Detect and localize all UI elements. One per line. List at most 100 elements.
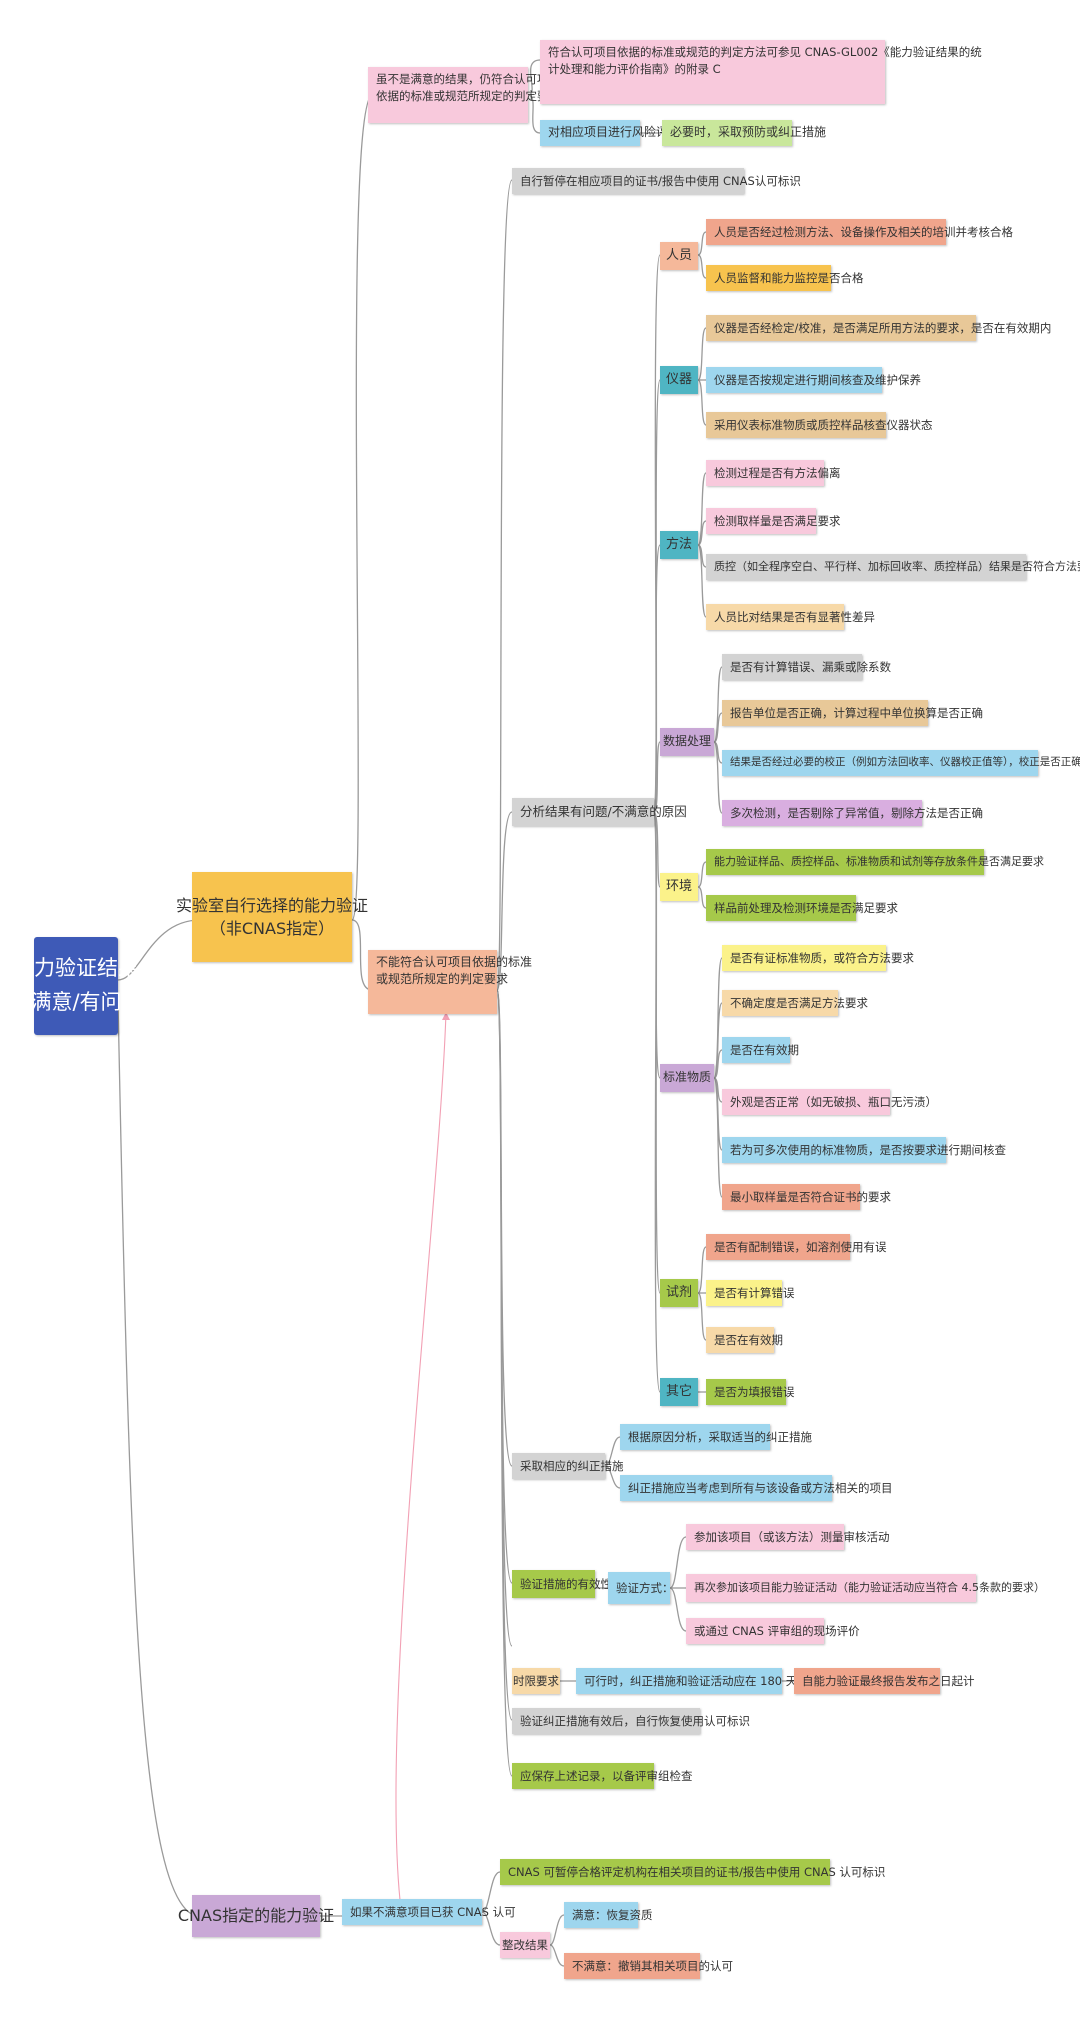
judgement-reference-line2: 计处理和能力评价指南》的附录 C (548, 61, 721, 76)
instrument-item-2-text: 仪器是否按规定进行期间核查及维护保养 (714, 372, 921, 387)
still-compliant-line2: 依据的标准或规范所规定的判定要求 (376, 88, 560, 103)
person-item-2[interactable]: 人员监督和能力监控是否合格 (706, 265, 864, 291)
data-item-1[interactable]: 是否有计算错误、漏乘或除系数 (722, 654, 891, 680)
node-cnas-suspend[interactable]: CNAS 可暂停合格评定机构在相关项目的证书/报告中使用 CNAS 认可标识 (500, 1859, 885, 1885)
instrument-item-3-text: 采用仪表标准物质或质控样品核查仪器状态 (714, 417, 933, 432)
node-suspend-mark[interactable]: 自行暂停在相应项目的证书/报告中使用 CNAS认可标识 (512, 168, 801, 194)
data-item-3[interactable]: 结果是否经过必要的校正（例如方法回收率、仪器校正值等），校正是否正确 (722, 750, 1080, 776)
instrument-item-2[interactable]: 仪器是否按规定进行期间核查及维护保养 (706, 367, 921, 393)
resume-mark-label: 验证纠正措施有效后，自行恢复使用认可标识 (520, 1713, 750, 1728)
data-item-4[interactable]: 多次检测，是否剔除了异常值，剔除方法是否正确 (722, 800, 983, 826)
other-item-1[interactable]: 是否为填报错误 (706, 1379, 795, 1405)
category-reagent[interactable]: 试剂 (660, 1279, 698, 1307)
method-item-4-text: 人员比对结果是否有显著性差异 (714, 609, 875, 624)
method-item-2-text: 检测取样量是否满足要求 (714, 513, 841, 528)
rectify-result-label: 整改结果 (502, 1937, 548, 1952)
category-reference-material-label: 标准物质 (663, 1070, 712, 1085)
std-item-2[interactable]: 不确定度是否满足方法要求 (722, 990, 868, 1016)
risk-action-label: 必要时，采取预防或纠正措施 (670, 125, 827, 140)
suspend-mark-label: 自行暂停在相应项目的证书/报告中使用 CNAS认可标识 (520, 173, 801, 188)
node-risk-assessment[interactable]: 对相应项目进行风险评估 (540, 120, 680, 146)
deadline-label: 时限要求 (513, 1673, 559, 1688)
not-compliant-line1: 不能符合认可项目依据的标准 (376, 955, 533, 969)
node-deadline[interactable]: 时限要求 (512, 1668, 560, 1694)
method-item-3[interactable]: 质控（如全程序空白、平行样、加标回收率、质控样品）结果是否符合方法要求 (706, 554, 1080, 580)
method-item-4[interactable]: 人员比对结果是否有显著性差异 (706, 604, 875, 630)
node-deadline-note[interactable]: 自能力验证最终报告发布之日起计 (794, 1668, 975, 1694)
corrective-item-1-text: 根据原因分析，采取适当的纠正措施 (628, 1429, 812, 1444)
verify-item-3[interactable]: 或通过 CNAS 评审组的现场评价 (686, 1618, 860, 1644)
person-item-1[interactable]: 人员是否经过检测方法、设备操作及相关的培训并考核合格 (706, 219, 1013, 245)
node-verify-effectiveness[interactable]: 验证措施的有效性 (512, 1570, 612, 1598)
category-person-label: 人员 (666, 247, 693, 263)
instrument-item-1[interactable]: 仪器是否经检定/校准，是否满足所用方法的要求，是否在有效期内 (706, 315, 1051, 341)
node-judgement-reference[interactable]: 符合认可项目依据的标准或规范的判定方法可参见 CNAS-GL002《能力验证结果… (540, 40, 982, 104)
node-resume-mark[interactable]: 验证纠正措施有效后，自行恢复使用认可标识 (512, 1708, 750, 1734)
node-verify-way[interactable]: 验证方式： (608, 1572, 674, 1604)
env-item-2[interactable]: 样品前处理及检测环境是否满足要求 (706, 895, 898, 921)
std-item-4-text: 外观是否正常（如无破损、瓶口无污渍） (730, 1094, 937, 1109)
std-item-4[interactable]: 外观是否正常（如无破损、瓶口无污渍） (722, 1089, 937, 1115)
std-item-5[interactable]: 若为可多次使用的标准物质，是否按要求进行期间核查 (722, 1137, 1006, 1163)
category-method[interactable]: 方法 (660, 531, 698, 559)
std-item-1-text: 是否有证标准物质，或符合方法要求 (730, 950, 914, 965)
std-item-3[interactable]: 是否在有效期 (722, 1037, 799, 1063)
cnas-suspend-label: CNAS 可暂停合格评定机构在相关项目的证书/报告中使用 CNAS 认可标识 (508, 1864, 886, 1879)
node-corrective-actions[interactable]: 采取相应的纠正措施 (512, 1453, 624, 1479)
reagent-item-2[interactable]: 是否有计算错误 (706, 1280, 795, 1306)
node-keep-records[interactable]: 应保存上述记录，以备评审组检查 (512, 1763, 693, 1789)
branch-cnas-designated[interactable]: CNAS指定的能力验证 (178, 1895, 334, 1937)
method-item-2[interactable]: 检测取样量是否满足要求 (706, 508, 841, 534)
node-not-compliant[interactable]: 不能符合认可项目依据的标准 或规范所规定的判定要求 (368, 950, 532, 1014)
category-reference-material[interactable]: 标准物质 (660, 1064, 714, 1092)
verify-item-2[interactable]: 再次参加该项目能力验证活动（能力验证活动应当符合 4.5条款的要求） (686, 1574, 1045, 1602)
instrument-item-3[interactable]: 采用仪表标准物质或质控样品核查仪器状态 (706, 412, 933, 438)
std-item-3-text: 是否在有效期 (730, 1042, 799, 1057)
category-other[interactable]: 其它 (660, 1378, 698, 1406)
category-data-processing[interactable]: 数据处理 (660, 728, 714, 756)
node-risk-action[interactable]: 必要时，采取预防或纠正措施 (662, 120, 826, 146)
rectify-item-satisfied-text: 满意：恢复资质 (572, 1907, 653, 1922)
verify-item-1-text: 参加该项目（或该方法）测量审核活动 (694, 1529, 890, 1544)
rectify-item-unsatisfied-text: 不满意：撤销其相关项目的认可 (572, 1958, 733, 1973)
env-item-1[interactable]: 能力验证样品、质控样品、标准物质和试剂等存放条件是否满足要求 (706, 849, 1044, 875)
branch-lab-selected[interactable]: 实验室自行选择的能力验证 （非CNAS指定） (176, 872, 368, 962)
std-item-6[interactable]: 最小取样量是否符合证书的要求 (722, 1184, 891, 1210)
category-environment[interactable]: 环境 (660, 873, 698, 901)
corrective-item-1[interactable]: 根据原因分析，采取适当的纠正措施 (620, 1424, 812, 1450)
deadline-note-label: 自能力验证最终报告发布之日起计 (802, 1673, 975, 1688)
method-item-3-text: 质控（如全程序空白、平行样、加标回收率、质控样品）结果是否符合方法要求 (714, 560, 1080, 574)
other-item-1-text: 是否为填报错误 (714, 1384, 795, 1399)
rectify-item-satisfied[interactable]: 满意：恢复资质 (564, 1902, 653, 1928)
category-instrument[interactable]: 仪器 (660, 366, 698, 394)
reagent-item-3[interactable]: 是否在有效期 (706, 1327, 783, 1353)
node-deadline-text[interactable]: 可行时，纠正措施和验证活动应在 180 天内完成 (576, 1668, 832, 1694)
node-cause-analysis[interactable]: 分析结果有问题/不满意的原因 (512, 798, 687, 826)
not-compliant-line2: 或规范所规定的判定要求 (376, 972, 509, 987)
std-item-1[interactable]: 是否有证标准物质，或符合方法要求 (722, 945, 914, 971)
node-still-compliant[interactable]: 虽不是满意的结果，仍符合认可项目 依据的标准或规范所规定的判定要求 (368, 67, 560, 123)
data-item-4-text: 多次检测，是否剔除了异常值，剔除方法是否正确 (730, 805, 983, 820)
data-item-2[interactable]: 报告单位是否正确，计算过程中单位换算是否正确 (722, 700, 983, 726)
node-rectify-result[interactable]: 整改结果 (500, 1932, 550, 1958)
category-other-label: 其它 (666, 1383, 693, 1399)
branch-lab-line1: 实验室自行选择的能力验证 (176, 895, 369, 915)
corrective-item-2[interactable]: 纠正措施应当考虑到所有与该设备或方法相关的项目 (620, 1475, 893, 1501)
reagent-item-1[interactable]: 是否有配制错误，如溶剂使用有误 (706, 1234, 887, 1260)
method-item-1[interactable]: 检测过程是否有方法偏离 (706, 460, 841, 486)
data-item-2-text: 报告单位是否正确，计算过程中单位换算是否正确 (730, 705, 983, 720)
still-compliant-line1: 虽不是满意的结果，仍符合认可项目 (376, 72, 560, 86)
reagent-item-2-text: 是否有计算错误 (714, 1285, 795, 1300)
root-node[interactable]: 能力验证结果 不满意/有问题 (9, 937, 143, 1035)
verify-item-1[interactable]: 参加该项目（或该方法）测量审核活动 (686, 1524, 890, 1550)
rectify-item-unsatisfied[interactable]: 不满意：撤销其相关项目的认可 (564, 1953, 733, 1979)
corrective-item-2-text: 纠正措施应当考虑到所有与该设备或方法相关的项目 (628, 1480, 893, 1495)
verify-item-3-text: 或通过 CNAS 评审组的现场评价 (694, 1623, 860, 1638)
env-item-1-text: 能力验证样品、质控样品、标准物质和试剂等存放条件是否满足要求 (714, 855, 1044, 869)
data-item-1-text: 是否有计算错误、漏乘或除系数 (730, 659, 891, 674)
node-cnas-unsatisfactory[interactable]: 如果不满意项目已获 CNAS 认可 (342, 1899, 516, 1925)
reagent-item-3-text: 是否在有效期 (714, 1332, 783, 1347)
category-person[interactable]: 人员 (660, 242, 698, 270)
category-method-label: 方法 (666, 536, 693, 552)
